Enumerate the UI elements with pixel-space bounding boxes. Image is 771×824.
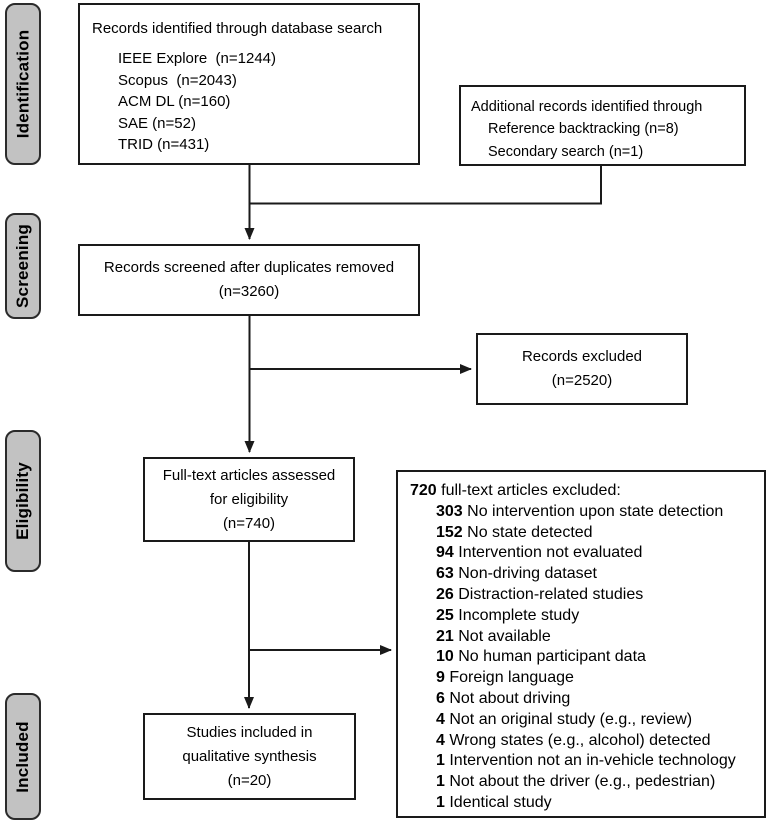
stage-eligibility: Eligibility [5,430,41,572]
exclusion-reason-count: 26 [436,585,454,603]
exclusion-reason-count: 4 [436,710,445,728]
connector-additional-elbow [250,166,602,205]
box-fulltext-excluded: 720 full-text articles excluded: 303 No … [396,470,766,818]
additional-record-item: Reference backtracking (n=8) [488,121,679,137]
database-source-item: TRID (n=431) [118,136,210,153]
exclusion-reason-count: 1 [436,773,445,791]
stage-eligibility-label: Eligibility [13,462,33,540]
fulltext-assessed-line1: Full-text articles assessed [162,466,336,484]
additional-records-title: Additional records identified through [471,99,703,115]
exclusion-reason-count: 94 [436,544,454,562]
box-records-screened: Records screened after duplicates remove… [78,244,420,316]
exclusion-reason-count: 21 [436,627,454,645]
exclusion-reason-count: 6 [436,689,445,707]
exclusion-reason-count: 1 [436,793,445,811]
box-database-search: Records identified through database sear… [78,3,420,165]
records-excluded-line2: (n=2520) [551,372,613,389]
exclusion-reason-count: 10 [436,648,454,666]
database-source-item: ACM DL (n=160) [118,93,231,110]
exclusion-reason-count: 25 [436,606,454,624]
stage-screening: Screening [5,213,41,319]
studies-included-line3: (n=20) [227,771,272,789]
database-source-item: Scopus (n=2043) [118,71,237,89]
exclusion-reason-count: 152 [436,523,463,541]
exclusion-reason: 4 Wrong states (e.g., alcohol) detected [436,731,711,749]
exclusion-reason: 6 Not about driving [436,689,571,707]
database-search-title: Records identified through database sear… [92,20,383,37]
exclusion-reason: 1 Identical study [436,793,552,811]
exclusion-reason-count: 1 [436,752,445,770]
database-source-item: SAE (n=52) [118,114,196,132]
box-studies-included: Studies included in qualitative synthesi… [143,713,356,800]
database-list: IEEE Explore (n=1244) Scopus (n=2043) ACM … [118,48,410,156]
exclusion-reason-count: 9 [436,669,445,687]
database-source-item: IEEE Explore (n=1244) [118,50,277,67]
exclusion-reason-count: 4 [436,731,445,749]
exclusion-reason: 4 Not an original study (e.g., review) [436,710,693,728]
stage-included: Included [5,693,41,820]
exclusion-reasons-list: 303 No intervention upon state detection… [436,502,760,814]
additional-record-item: Secondary search (n=1) [488,143,644,160]
box-fulltext-assessed: Full-text articles assessed for eligibil… [143,457,355,542]
exclusion-reason: 21 Not available [436,627,551,645]
studies-included-line2: qualitative synthesis [182,747,317,765]
records-excluded-line1: Records excluded [521,348,643,365]
stage-screening-label: Screening [13,224,32,308]
box-additional-records: Additional records identified through Re… [459,85,746,166]
stage-identification-label: Identification [13,29,33,139]
exclusion-reason-count: 303 [436,502,463,520]
exclusion-reason: 26 Distraction-related studies [436,585,644,603]
exclusion-reason: 303 No intervention upon state detection [436,502,724,520]
stage-included-label: Included [13,720,32,793]
exclusion-reason: 25 Incomplete study [436,606,580,624]
exclusion-reason: 63 Non-driving dataset [436,565,597,583]
fulltext-excluded-header: 720 full-text articles excluded: [410,481,760,502]
fulltext-assessed-line2: for eligibility [209,490,289,508]
exclusion-reason: 152 No state detected [436,523,593,541]
records-screened-line2: (n=3260) [218,283,280,300]
studies-included-line1: Studies included in [186,723,313,741]
fulltext-excluded-count: 720 [410,482,437,499]
stage-identification: Identification [5,3,41,165]
exclusion-reason: 1 Intervention not an in-vehicle technol… [436,752,736,770]
fulltext-assessed-line3: (n=740) [222,514,276,532]
exclusion-reason: 94 Intervention not evaluated [436,544,643,562]
box-records-excluded: Records excluded (n=2520) [476,333,688,405]
exclusion-reason: 1 Not about the driver (e.g., pedestrian… [436,773,716,791]
exclusion-reason: 9 Foreign language [436,669,574,687]
fulltext-excluded-header-text: full-text articles excluded: [441,482,621,499]
additional-records-list: Reference backtracking (n=8) Secondary se… [488,118,738,163]
exclusion-reason: 10 No human participant data [436,648,646,666]
exclusion-reason-count: 63 [436,565,454,583]
records-screened-line1: Records screened after duplicates remove… [103,259,395,276]
